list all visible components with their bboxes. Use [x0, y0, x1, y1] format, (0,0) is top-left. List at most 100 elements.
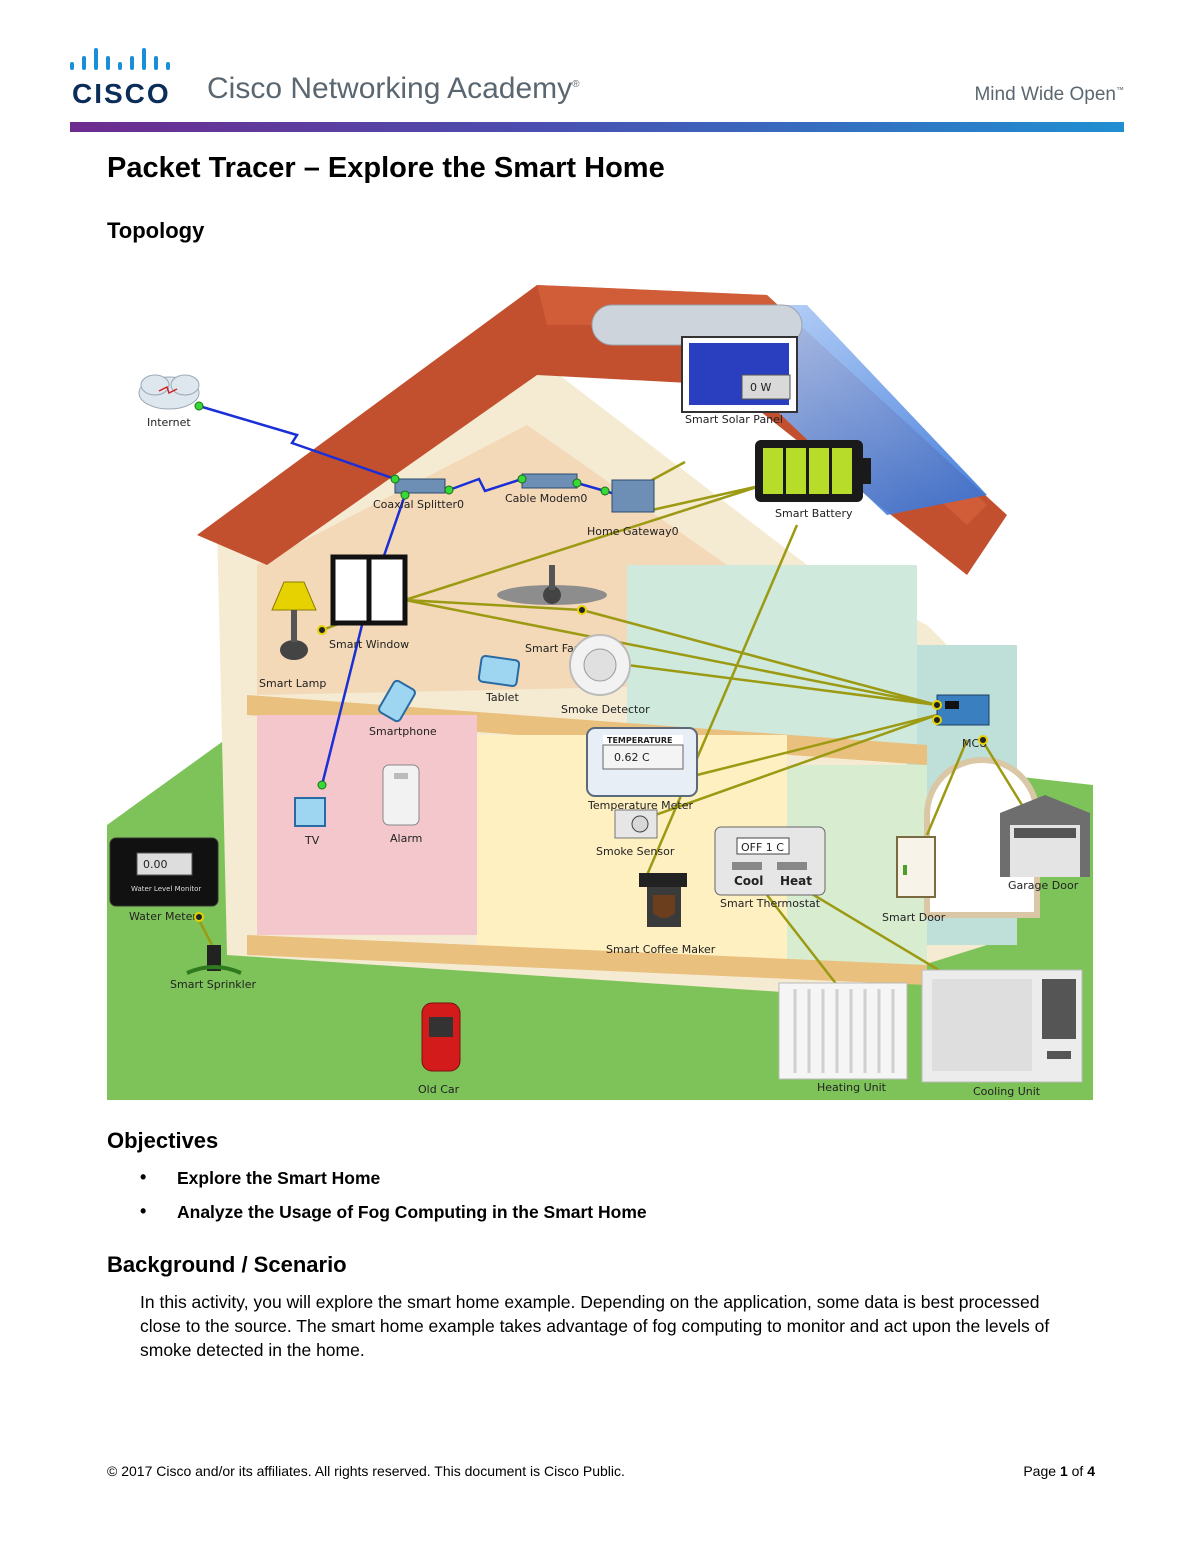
- label-coffee-maker: Smart Coffee Maker: [606, 943, 716, 956]
- smart-door-icon: [896, 836, 936, 898]
- coaxial-splitter-icon: [394, 478, 446, 494]
- label-smart-door: Smart Door: [882, 911, 946, 924]
- label-internet: Internet: [147, 416, 191, 429]
- document-title: Packet Tracer – Explore the Smart Home: [107, 152, 665, 184]
- heating-unit-icon: [778, 982, 908, 1080]
- link-gateway-solar: [651, 460, 686, 482]
- water-meter-icon: [109, 837, 219, 907]
- objectives-heading: Objectives: [107, 1128, 219, 1153]
- label-coaxial-splitter: Coaxial Splitter0: [373, 498, 464, 511]
- water-readout: 0.00: [143, 858, 168, 871]
- temperature-meter-icon: [586, 727, 698, 797]
- topology-svg: Internet Coaxial Splitter0 Cable Modem0 …: [107, 285, 1093, 1100]
- label-smoke-sensor: Smoke Sensor: [596, 845, 675, 858]
- label-tv: TV: [304, 834, 320, 847]
- solar-readout: 0 W: [750, 381, 771, 394]
- iot-endpoints: [194, 605, 988, 922]
- smart-sprinkler-icon: [186, 945, 242, 975]
- objective-item: Analyze the Usage of Fog Computing in th…: [140, 1201, 647, 1236]
- label-thermostat: Smart Thermostat: [720, 897, 821, 910]
- smartphone-icon: [378, 679, 416, 723]
- garage-door-icon: [1000, 795, 1090, 877]
- tv-icon: [294, 797, 326, 827]
- tablet-icon: [477, 654, 521, 688]
- link-mcu-door: [925, 739, 969, 836]
- thermostat-heat: Heat: [780, 874, 812, 888]
- link-thermo-cooling: [796, 883, 948, 977]
- link-window-battery: [404, 485, 758, 602]
- temp-title: TEMPERATURE: [607, 736, 673, 745]
- link-endpoints: [194, 401, 610, 790]
- objective-item: Explore the Smart Home: [140, 1167, 647, 1202]
- smart-battery-icon: [755, 440, 871, 502]
- page-header: CISCO Cisco Networking Academy® Mind Wid…: [0, 0, 1200, 140]
- link-splitter-modem: [448, 477, 523, 493]
- link-mcu-garage: [980, 739, 1024, 806]
- smoke-detector-icon: [569, 634, 631, 696]
- background-text: In this activity, you will explore the s…: [140, 1292, 1050, 1360]
- link-fan-mcu: [581, 608, 938, 707]
- label-smartphone: Smartphone: [369, 725, 437, 738]
- smart-solar-panel-icon: [681, 336, 798, 413]
- link-internet-splitter: [198, 404, 396, 481]
- footer-page-number: Page 1 of 4: [1023, 1463, 1095, 1479]
- water-panel-title: Water Level Monitor: [131, 885, 201, 893]
- home-gateway-icon: [611, 479, 655, 513]
- internet-cloud-icon: [138, 374, 200, 410]
- label-temperature-meter: Temperature Meter: [587, 799, 694, 812]
- upper-room-right: [627, 565, 917, 745]
- coffee-maker-icon: [639, 873, 687, 927]
- alarm-icon: [382, 764, 420, 826]
- cisco-wordmark: CISCO: [72, 78, 171, 109]
- smart-fan-icon: [497, 565, 607, 605]
- background-heading: Background / Scenario: [107, 1252, 347, 1277]
- objectives-list: Explore the Smart Home Analyze the Usage…: [140, 1167, 647, 1236]
- smart-thermostat-icon: [714, 826, 826, 896]
- label-cable-modem: Cable Modem0: [505, 492, 587, 505]
- link-window-mcu: [404, 598, 938, 707]
- floor-slab-2: [247, 935, 927, 985]
- label-heating-unit: Heating Unit: [817, 1081, 887, 1094]
- temp-readout: 0.62 C: [614, 751, 650, 764]
- label-smart-lamp: Smart Lamp: [259, 677, 326, 690]
- link-gateway-battery: [651, 485, 756, 512]
- label-alarm: Alarm: [390, 832, 422, 845]
- label-smart-battery: Smart Battery: [775, 507, 853, 520]
- cooling-unit-icon: [921, 969, 1083, 1083]
- smart-window-icon: [330, 554, 408, 626]
- old-car-icon: [421, 1002, 461, 1072]
- mcu-icon: [936, 694, 990, 726]
- blue-links: [198, 404, 626, 786]
- label-smoke-detector: Smoke Detector: [561, 703, 650, 716]
- link-water-sprinkler: [197, 919, 214, 946]
- topology-diagram: Internet Coaxial Splitter0 Cable Modem0 …: [107, 265, 1093, 1100]
- olive-links: [197, 460, 1024, 986]
- topology-heading: Topology: [107, 218, 205, 243]
- label-home-gateway: Home Gateway0: [587, 525, 679, 538]
- link-temp-mcu: [696, 713, 938, 777]
- link-window-fan: [404, 598, 583, 612]
- smart-lamp-icon: [271, 581, 317, 660]
- lower-room-left: [257, 715, 477, 935]
- label-tablet: Tablet: [485, 691, 519, 704]
- link-thermo-heating: [766, 894, 838, 986]
- link-detector-mcu: [626, 663, 938, 707]
- link-battery-coffee: [645, 524, 799, 876]
- label-smart-sprinkler: Smart Sprinkler: [170, 978, 256, 991]
- thermostat-cool: Cool: [734, 874, 763, 888]
- smoke-sensor-icon: [614, 809, 658, 839]
- tagline: Mind Wide Open™: [974, 84, 1124, 105]
- header-rule: [70, 122, 1124, 132]
- academy-name: Cisco Networking Academy®: [207, 72, 580, 105]
- label-smart-fan: Smart Fan: [525, 642, 581, 655]
- label-smart-window: Smart Window: [329, 638, 409, 651]
- label-solar-panel: Smart Solar Panel: [685, 413, 783, 426]
- thermostat-readout: OFF 1 C: [741, 841, 784, 854]
- link-sensor-mcu: [626, 713, 938, 827]
- cable-modem-icon: [521, 473, 578, 489]
- label-cooling-unit: Cooling Unit: [973, 1085, 1041, 1098]
- label-old-car: Old Car: [418, 1083, 460, 1096]
- footer-copyright: © 2017 Cisco and/or its affiliates. All …: [107, 1463, 625, 1479]
- label-garage-door: Garage Door: [1008, 879, 1079, 892]
- label-water-meter: Water Meter: [129, 910, 197, 923]
